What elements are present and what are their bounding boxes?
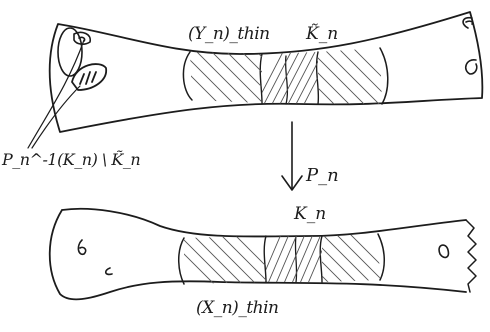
preimage-pointer-lines — [28, 40, 84, 148]
lower-surface-outline — [50, 209, 466, 300]
upper-k-label: K̃_n — [306, 26, 338, 43]
lower-right-mark — [439, 245, 448, 257]
upper-thin-boundary-left — [183, 52, 192, 100]
upper-k-boundary-left — [260, 54, 262, 103]
lower-thin-part-label: (X_n)_thin — [196, 300, 278, 317]
upper-right-hole-bottom — [466, 60, 477, 74]
lower-left-mark-2 — [106, 268, 112, 274]
upper-thin-boundary-right — [380, 48, 388, 104]
lower-surface — [50, 209, 476, 300]
lower-k-boundary-left — [264, 236, 266, 282]
upper-left-hole-large — [72, 64, 106, 90]
upper-left-end-cap — [58, 28, 82, 76]
upper-left-hole-small — [74, 32, 90, 44]
lower-thin-boundary-right — [378, 234, 384, 280]
lower-k-label: K_n — [294, 206, 326, 223]
upper-core-line — [286, 56, 288, 104]
lower-left-mark-1 — [78, 240, 85, 254]
upper-k-hatch — [254, 50, 332, 108]
lower-k-hatch — [258, 232, 330, 288]
upper-thin-hatch-left — [155, 40, 325, 120]
lower-right-cut-edge — [466, 220, 476, 292]
lower-k-boundary-right — [320, 236, 322, 282]
preimage-label: P_n^-1(K_n) \ K̃_n — [2, 152, 140, 168]
covering-map-label: P_n — [306, 167, 339, 185]
covering-map-arrow — [282, 122, 302, 190]
upper-thin-part-label: (Y_n)_thin — [188, 26, 270, 43]
lower-thin-boundary-left — [179, 238, 184, 284]
